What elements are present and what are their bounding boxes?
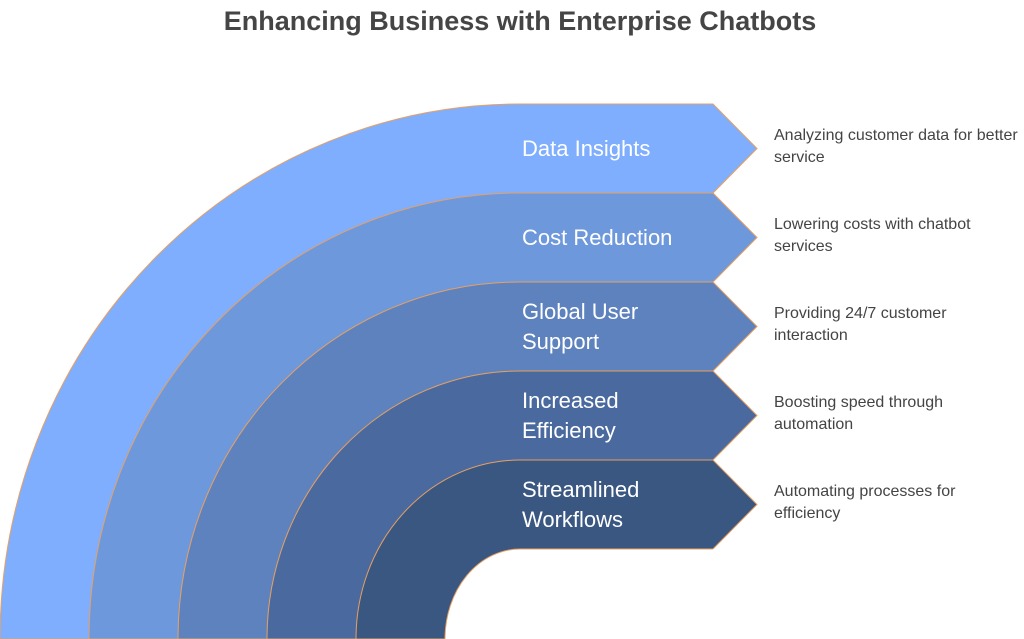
layer-description: Lowering costs with chatbot services	[774, 215, 971, 255]
layer-label: Global User Support	[522, 298, 639, 354]
diagram-title: Enhancing Business with Enterprise Chatb…	[223, 6, 817, 36]
layer-description: Automating processes for efficiency	[774, 482, 956, 522]
layer-label: Increased Efficiency	[522, 387, 619, 443]
layer-label: Streamlined Workflows	[522, 476, 640, 532]
layer-label: Cost Reduction	[522, 224, 673, 250]
layer-description: Analyzing customer data for better servi…	[774, 126, 1018, 166]
layer-description: Providing 24/7 customer interaction	[774, 304, 947, 344]
layer-description: Boosting speed through automation	[774, 393, 944, 433]
inner-hole	[445, 549, 770, 639]
inner-hole-outline	[444, 548, 713, 639]
layer-label: Data Insights	[522, 135, 651, 161]
